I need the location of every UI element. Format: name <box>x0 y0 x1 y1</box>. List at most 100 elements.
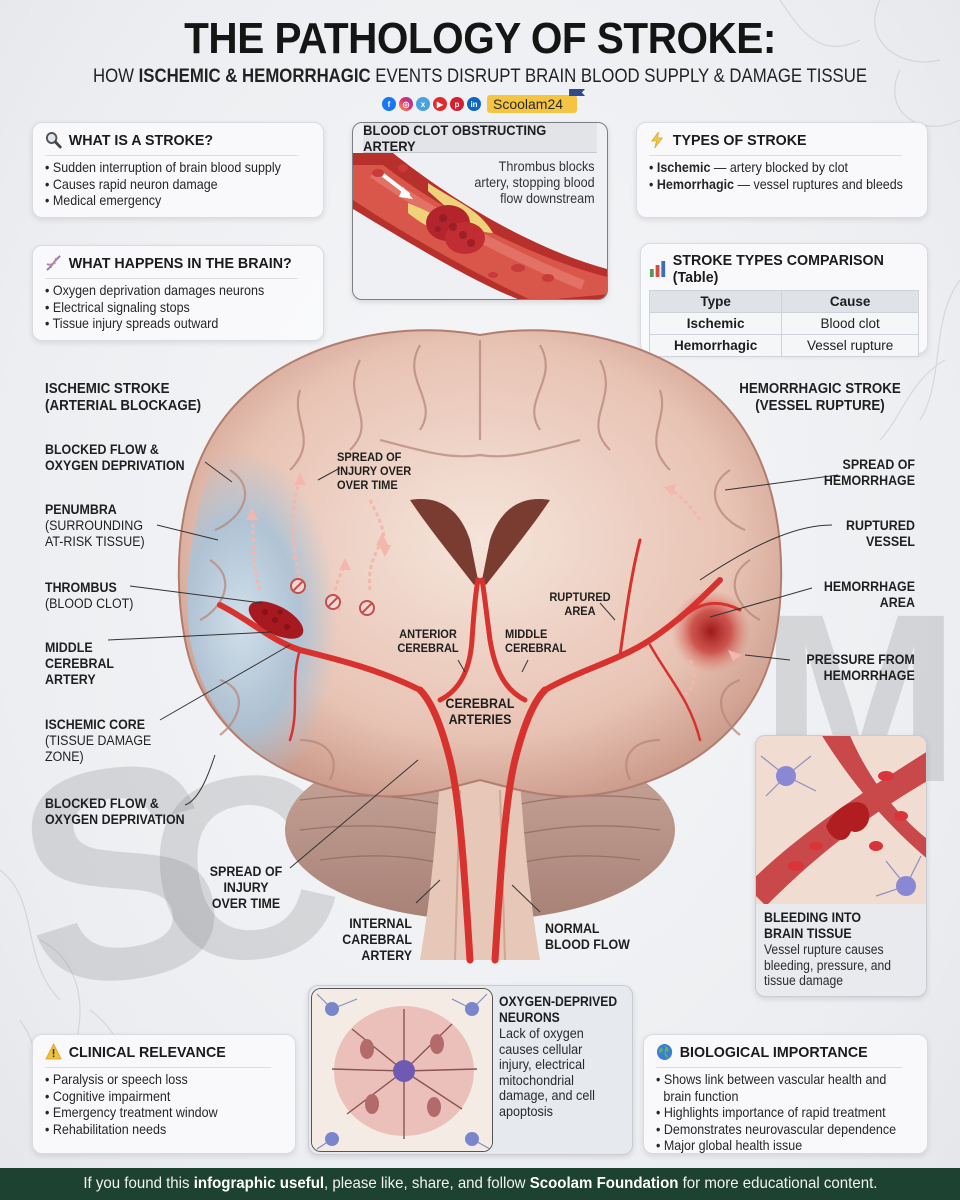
card-list: Shows link between vascular health and b… <box>656 1072 915 1155</box>
label-line: VESSEL <box>865 534 915 549</box>
card-title-text: WHAT HAPPENS IN THE BRAIN? <box>68 254 292 272</box>
list-item: Ischemic — artery blocked by clot <box>649 160 894 177</box>
list-item: Demonstrates neurovascular dependence <box>656 1122 896 1139</box>
card-list: Paralysis or speech loss Cognitive impai… <box>45 1072 283 1138</box>
definition: — vessel ruptures and bleeds <box>734 176 903 192</box>
label-line: THROMBUS <box>45 580 117 595</box>
label-line: CEREBRAL <box>397 641 459 655</box>
label-line: PRESSURE FROM <box>806 652 915 667</box>
label-line: RUPTURED <box>845 518 915 533</box>
label-line: PENUMBRA <box>45 502 117 517</box>
youtube-icon[interactable]: ▶ <box>433 97 447 111</box>
table-cell: Ischemic <box>648 312 783 335</box>
footer-text-part: for more educational content. <box>678 1175 878 1192</box>
x-icon[interactable]: x <box>416 97 430 111</box>
card-list: Sudden interruption of brain blood suppl… <box>45 160 311 210</box>
heading-line: ISCHEMIC STROKE <box>45 381 170 397</box>
blocked-flow-icons <box>290 578 375 616</box>
label-line: CAREBRAL <box>342 932 412 947</box>
footer-text: If you found this infographic useful, pl… <box>83 1175 877 1193</box>
label-line: ISCHEMIC CORE <box>45 717 146 732</box>
label-middle-cerebral-artery: MIDDLE CEREBRAL ARTERY <box>45 640 114 688</box>
label-line: HEMORRHAGE <box>823 579 915 594</box>
label-line: CEREBRAL <box>45 656 115 671</box>
label-ruptured-vessel: RUPTURED VESSEL <box>846 518 915 550</box>
term: Hemorrhagic <box>656 176 735 192</box>
card-desc: apoptosis <box>499 1102 553 1119</box>
card-title-text: BIOLOGICAL IMPORTANCE <box>679 1043 868 1061</box>
list-item: Causes rapid neuron damage <box>45 177 290 194</box>
magnifier-icon <box>45 131 62 149</box>
social-bar: f ◎ x ▶ p in Scoolam24 <box>382 89 586 113</box>
social-handle[interactable]: Scoolam24 <box>487 89 586 113</box>
label-hemorrhage-area: HEMORRHAGE AREA <box>824 579 915 611</box>
caption-line: Thrombus blocks <box>499 158 595 174</box>
card-clinical-relevance: CLINICAL RELEVANCE Paralysis or speech l… <box>32 1034 296 1154</box>
label-line: BLOOD FLOW <box>545 937 630 952</box>
term: Ischemic <box>656 160 711 175</box>
card-desc: tissue damage <box>764 973 844 988</box>
card-title: CLINICAL RELEVANCE <box>45 1043 272 1068</box>
brainstem <box>420 780 540 960</box>
label-spread-injury-top: SPREAD OF INJURY OVER OVER TIME <box>337 450 411 492</box>
label-blocked-flow-bottom: BLOCKED FLOW & OXYGEN DEPRIVATION <box>45 796 185 828</box>
list-item: Hemorrhagic — vessel ruptures and bleeds <box>649 176 903 194</box>
list-item: Sudden interruption of brain blood suppl… <box>45 160 290 177</box>
footer-link-scoolam[interactable]: Scoolam Foundation <box>529 1175 679 1192</box>
label-ruptured-area: RUPTURED AREA <box>548 590 612 618</box>
label-line: SPREAD OF <box>842 457 915 472</box>
label-normal-blood-flow: NORMAL BLOOD FLOW <box>545 921 630 953</box>
label-line: INTERNAL <box>349 916 412 931</box>
label-pressure-hemorrhage: PRESSURE FROM HEMORRHAGE <box>807 652 915 684</box>
card-desc: injury, electrical <box>499 1056 585 1072</box>
label-line: HEMORRHAGE <box>823 473 915 488</box>
card-desc: damage, and cell <box>499 1087 595 1103</box>
bleeding-illustration <box>756 736 926 906</box>
card-title-text: WHAT IS A STROKE? <box>68 131 214 149</box>
linkedin-icon[interactable]: in <box>467 97 481 111</box>
label-line: BLOCKED FLOW & <box>45 442 159 457</box>
list-item: Medical emergency <box>45 193 290 210</box>
label-line: BLOCKED FLOW & <box>45 796 159 811</box>
card-what-happens: WHAT HAPPENS IN THE BRAIN? Oxygen depriv… <box>32 245 324 341</box>
card-types-of-stroke: TYPES OF STROKE Ischemic — artery blocke… <box>636 122 928 218</box>
instagram-icon[interactable]: ◎ <box>399 97 413 111</box>
card-desc: Lack of oxygen <box>499 1025 584 1041</box>
heading-line: (VESSEL RUPTURE) <box>755 398 885 414</box>
list-item: Oxygen deprivation damages neurons <box>45 283 290 300</box>
subtitle-bold: ISCHEMIC & HEMORRHAGIC <box>138 65 371 87</box>
label-line: ARTERY <box>361 948 412 963</box>
label-line: SPREAD OF <box>337 450 402 464</box>
label-blocked-flow-top: BLOCKED FLOW & OXYGEN DEPRIVATION <box>45 442 185 474</box>
label-line: RUPTURED <box>549 590 611 604</box>
page-subtitle: HOW ISCHEMIC & HEMORRHAGIC EVENTS DISRUP… <box>67 65 893 88</box>
subtitle-text: HOW <box>92 65 139 87</box>
dna-icon <box>45 254 62 272</box>
label-line: NORMAL <box>545 921 600 936</box>
warning-icon <box>45 1043 62 1061</box>
subtitle-text: EVENTS DISRUPT BRAIN BLOOD SUPPLY & DAMA… <box>370 65 868 87</box>
label-line: OVER TIME <box>211 896 281 911</box>
facebook-icon[interactable]: f <box>382 97 396 111</box>
label-line: OXYGEN DEPRIVATION <box>45 812 185 827</box>
definition: — artery blocked by clot <box>710 160 849 175</box>
list-item: Highlights importance of rapid treatment <box>656 1105 894 1122</box>
label-line: SPREAD OF <box>209 864 283 879</box>
cerebral-arteries <box>217 538 742 964</box>
card-title: WHAT IS A STROKE? <box>45 131 298 156</box>
list-item: Rehabilitation needs <box>45 1122 264 1139</box>
card-title-text: TYPES OF STROKE <box>672 131 807 149</box>
label-middle-cerebral: MIDDLE CEREBRAL <box>505 627 566 655</box>
card-title: WHAT HAPPENS IN THE BRAIN? <box>45 254 298 279</box>
card-biological-importance: BIOLOGICAL IMPORTANCE Shows link between… <box>643 1034 928 1154</box>
pinterest-icon[interactable]: p <box>450 97 464 111</box>
label-line: CEREBRAL <box>505 641 567 655</box>
label-line: ARTERY <box>45 672 96 687</box>
label-ischemic-core: ISCHEMIC CORE (TISSUE DAMAGE ZONE) <box>45 717 151 765</box>
card-list: Ischemic — artery blocked by clot Hemorr… <box>649 160 915 193</box>
card-title: NEURONS <box>499 1010 560 1025</box>
caption-line: artery, stopping blood <box>474 174 595 190</box>
label-line: ARTERIES <box>448 712 512 727</box>
neurons-text: OXYGEN-DEPRIVED NEURONS Lack of oxygen c… <box>499 994 631 1119</box>
